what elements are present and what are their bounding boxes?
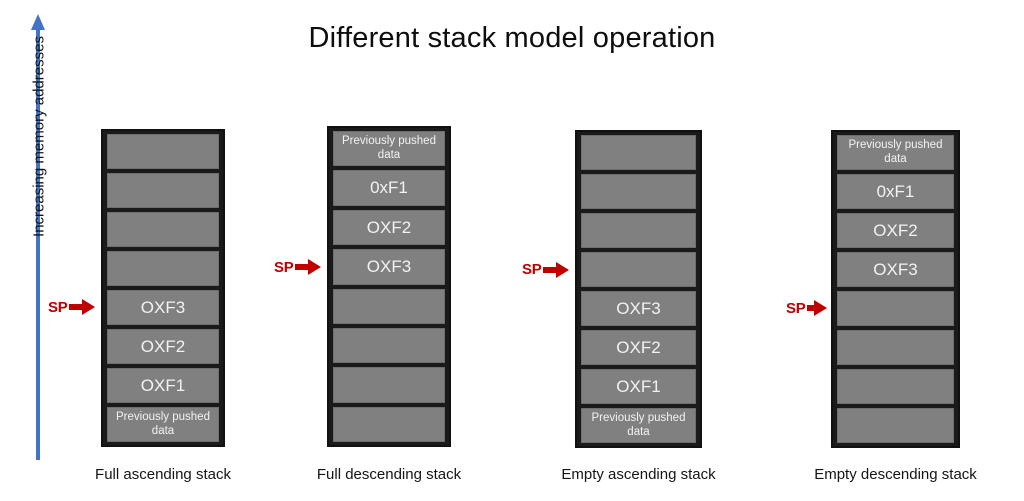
stack-cell: OXF1	[107, 368, 219, 403]
stack-cell: 0xF1	[837, 174, 954, 209]
right-arrow-icon	[806, 300, 827, 317]
stack-cell: OXF2	[333, 209, 445, 246]
stack-cell: OXF2	[581, 330, 696, 365]
stack-pointer-label: SP	[786, 299, 806, 317]
stack-cell-empty	[333, 406, 445, 442]
stack-cell-empty	[581, 213, 696, 248]
stack-caption-full-ascending: Full ascending stack	[95, 466, 231, 483]
stack-cell: OXF3	[581, 291, 696, 326]
stack-cell-empty	[333, 367, 445, 403]
stack-cell-empty	[107, 212, 219, 247]
stack-pointer-full-descending: SP	[274, 257, 321, 277]
stack-cell: Previously pushed data	[107, 407, 219, 442]
stack-cell-empty	[107, 251, 219, 286]
stack-cell: Previously pushed data	[581, 408, 696, 443]
stack-pointer-label: SP	[274, 258, 294, 276]
right-arrow-icon	[542, 261, 569, 278]
stack-cell: OXF3	[837, 252, 954, 287]
right-arrow-icon	[294, 259, 321, 276]
memory-address-axis: Increasing memory addresses	[0, 0, 70, 501]
stack-cell-empty	[333, 288, 445, 324]
stack-cell: Previously pushed data	[333, 131, 445, 167]
stack-cell-empty	[837, 330, 954, 365]
stack-caption-empty-ascending: Empty ascending stack	[561, 466, 716, 483]
stack-pointer-label: SP	[522, 261, 542, 279]
stack-cell-empty	[581, 252, 696, 287]
stack-cell-empty	[837, 408, 954, 443]
stack-cell: OXF1	[581, 369, 696, 404]
stack-pointer-label: SP	[48, 298, 68, 316]
stack-pointer-empty-ascending: SP	[522, 260, 569, 280]
page-title: Different stack model operation	[308, 22, 716, 54]
stack-cell: Previously pushed data	[837, 135, 954, 170]
stack-cell: 0xF1	[333, 170, 445, 206]
stack-caption-full-descending: Full descending stack	[316, 466, 462, 483]
axis-label: Increasing memory addresses	[30, 36, 48, 237]
stack-pointer-empty-descending: SP	[786, 298, 827, 318]
up-arrow-icon	[31, 14, 45, 460]
stack-cell-empty	[581, 174, 696, 209]
stack-cell-empty	[107, 134, 219, 169]
stack-cell-empty	[107, 173, 219, 208]
stack-cell-empty	[837, 369, 954, 404]
stack-cell-empty	[333, 327, 445, 364]
stack-cell: OXF3	[333, 249, 445, 285]
stack-cell: OXF3	[107, 290, 219, 325]
stack-cell-empty	[581, 135, 696, 170]
right-arrow-icon	[68, 299, 95, 316]
stack-cell-empty	[837, 291, 954, 326]
stack-cell: OXF2	[837, 213, 954, 248]
stack-pointer-full-ascending: SP	[48, 297, 95, 317]
stack-caption-empty-descending: Empty descending stack	[814, 466, 977, 483]
stack-cell: OXF2	[107, 329, 219, 364]
